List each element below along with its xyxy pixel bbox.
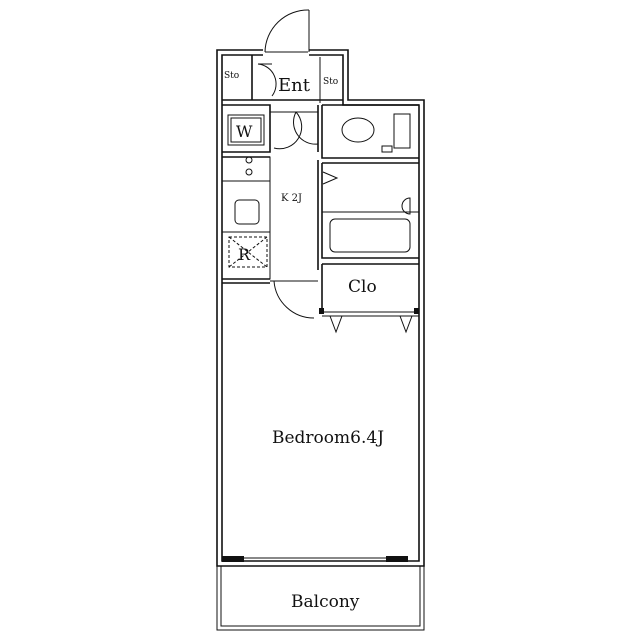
label-storage-right: Sto — [323, 77, 338, 87]
bathroom — [317, 160, 419, 270]
label-balcony: Balcony — [291, 592, 360, 612]
label-washer: W — [236, 122, 253, 141]
kitchen-counter — [221, 156, 271, 280]
label-bedroom: Bedroom6.4J — [272, 428, 384, 448]
entrance-partitions — [222, 55, 419, 159]
label-entrance: Ent — [278, 75, 311, 96]
closet — [222, 263, 419, 334]
label-refrigerator: R — [238, 245, 251, 264]
label-storage-left: Sto — [224, 71, 239, 81]
toilet-icon — [341, 113, 411, 153]
entrance-door — [263, 9, 310, 57]
balcony-window — [222, 556, 408, 562]
balcony — [216, 566, 425, 631]
label-kitchen: K 2J — [281, 193, 302, 204]
washer-box — [227, 114, 265, 146]
label-closet: Clo — [348, 277, 377, 297]
